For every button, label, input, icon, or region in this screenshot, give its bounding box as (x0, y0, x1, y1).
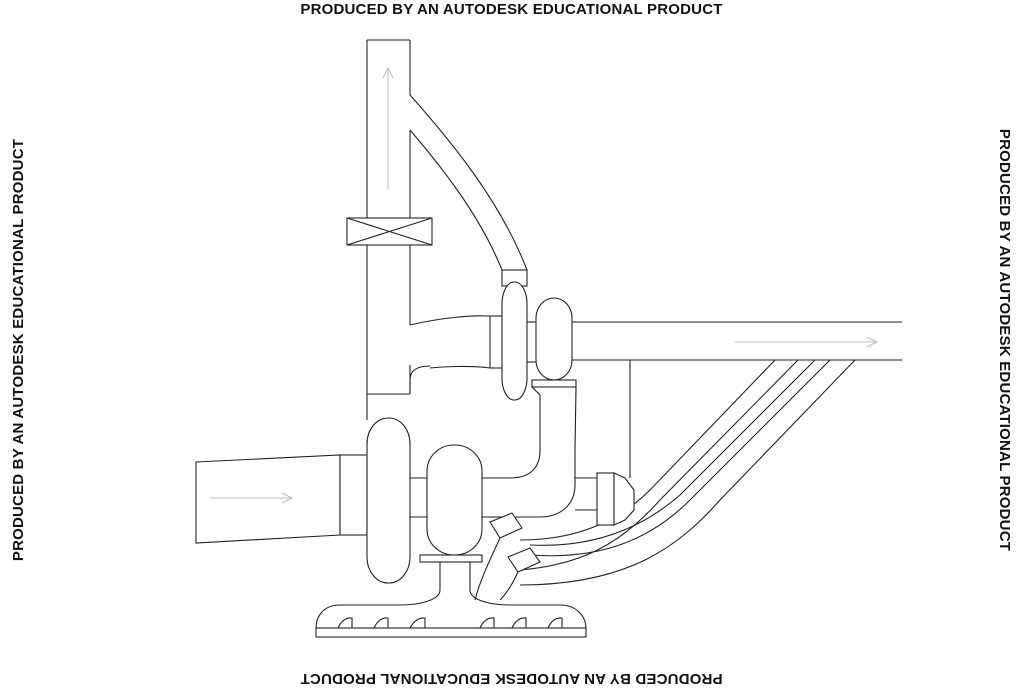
main-turbo (195, 417, 483, 584)
base-manifold (315, 562, 587, 638)
outlet-nozzle (575, 472, 635, 526)
discharge-pipe (572, 321, 902, 478)
upper-turbo (409, 281, 577, 401)
valve-box (346, 217, 433, 246)
bypass-pipe (409, 94, 528, 287)
mid-connector (482, 386, 577, 518)
curved-intake-pipes (519, 359, 856, 586)
vertical-stack (366, 39, 411, 395)
flow-arrows (210, 66, 879, 504)
watermark-top: PRODUCED BY AN AUTODESK EDUCATIONAL PROD… (300, 1, 723, 18)
connector-pipe (366, 365, 431, 420)
small-elbows (474, 512, 541, 601)
